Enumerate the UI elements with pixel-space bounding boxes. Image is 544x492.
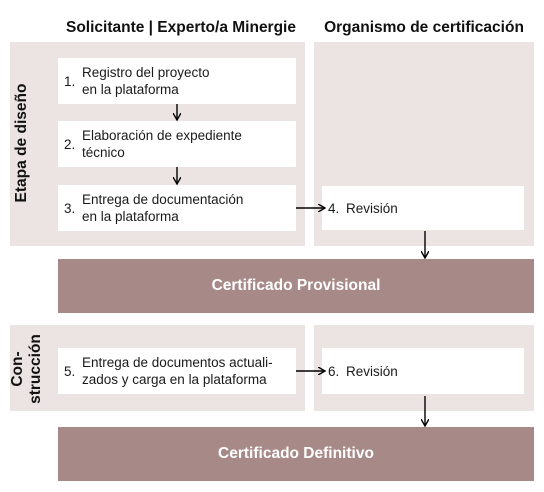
step-5-number: 5. (64, 363, 76, 379)
step-1-number: 1. (64, 73, 76, 89)
step-3-box: 3. Entrega de documentación en la plataf… (58, 185, 296, 231)
step-4-box: 4. Revisión (322, 186, 524, 230)
provisional-certificate-bar: Certificado Provisional (58, 259, 534, 313)
step-1-text: Registro del proyecto en la plataforma (82, 65, 210, 97)
step-5-text: Entrega de documentos actuali- zados y c… (82, 355, 273, 387)
step-5-box: 5. Entrega de documentos actuali- zados … (58, 348, 296, 394)
step-1-box: 1. Registro del proyecto en la plataform… (58, 58, 296, 104)
step-4-text: Revisión (346, 200, 398, 216)
certifier-column-header: Organismo de certificación (314, 12, 534, 44)
step-2-text: Elaboración de expediente técnico (82, 128, 242, 160)
step-6-number: 6. (328, 363, 340, 379)
step-3-number: 3. (64, 200, 76, 216)
step-2-box: 2. Elaboración de expediente técnico (58, 121, 296, 167)
step-4-number: 4. (328, 200, 340, 216)
definitive-certificate-bar: Certificado Definitivo (58, 427, 534, 481)
applicant-column-header: Solicitante | Experto/a Minergie (58, 12, 304, 44)
step-6-text: Revisión (346, 363, 398, 379)
step-2-number: 2. (64, 136, 76, 152)
step-6-box: 6. Revisión (322, 348, 524, 394)
step-3-text: Entrega de documentación en la plataform… (82, 192, 244, 224)
